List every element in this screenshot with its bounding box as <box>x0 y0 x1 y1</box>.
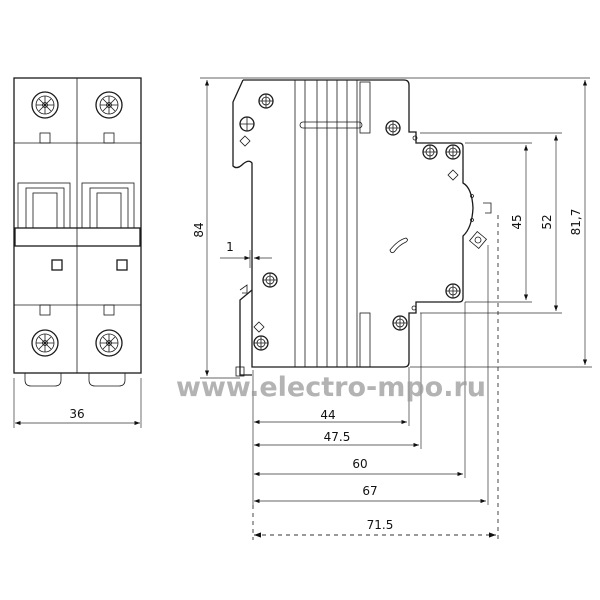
horizontal-dimensions: 44 47.5 60 67 71.5 <box>252 215 499 540</box>
marker-icon <box>253 321 265 333</box>
dimension-67-label: 67 <box>362 484 377 498</box>
dimension-width-label: 36 <box>69 407 84 421</box>
screw-icon <box>392 315 408 331</box>
terminal-screw-icon <box>31 91 59 119</box>
dimension-44-label: 44 <box>320 408 335 422</box>
screw-icon <box>445 144 461 160</box>
vertical-dimensions: 84 81,7 52 45 1 <box>192 77 592 379</box>
terminal-screw-icon <box>95 329 123 357</box>
dimension-rail-gap-label: 1 <box>226 240 234 254</box>
dimension-84-label: 84 <box>192 222 206 237</box>
side-view <box>232 79 492 377</box>
toggle-handle <box>14 182 141 247</box>
dimension-45-label: 45 <box>510 214 524 229</box>
screw-icon <box>385 120 401 136</box>
terminal-screw-icon <box>31 329 59 357</box>
dimension-47-5-label: 47.5 <box>324 430 351 444</box>
marker-icon <box>447 169 459 181</box>
screw-icon <box>258 93 274 109</box>
screw-icon <box>445 283 461 299</box>
terminal-screw-icon <box>95 91 123 119</box>
screw-icon <box>262 272 278 288</box>
dimension-81-7-label: 81,7 <box>569 209 583 236</box>
screw-icon <box>253 335 269 351</box>
dimension-52-label: 52 <box>540 214 554 229</box>
front-view: 36 <box>13 77 142 428</box>
cross-hole-icon <box>239 116 255 132</box>
screw-icon <box>422 144 438 160</box>
dimension-60-label: 60 <box>352 457 367 471</box>
watermark: www.electro-mpo.ru <box>176 372 486 403</box>
dimension-71-5-label: 71.5 <box>367 518 394 532</box>
marker-icon <box>239 135 251 147</box>
